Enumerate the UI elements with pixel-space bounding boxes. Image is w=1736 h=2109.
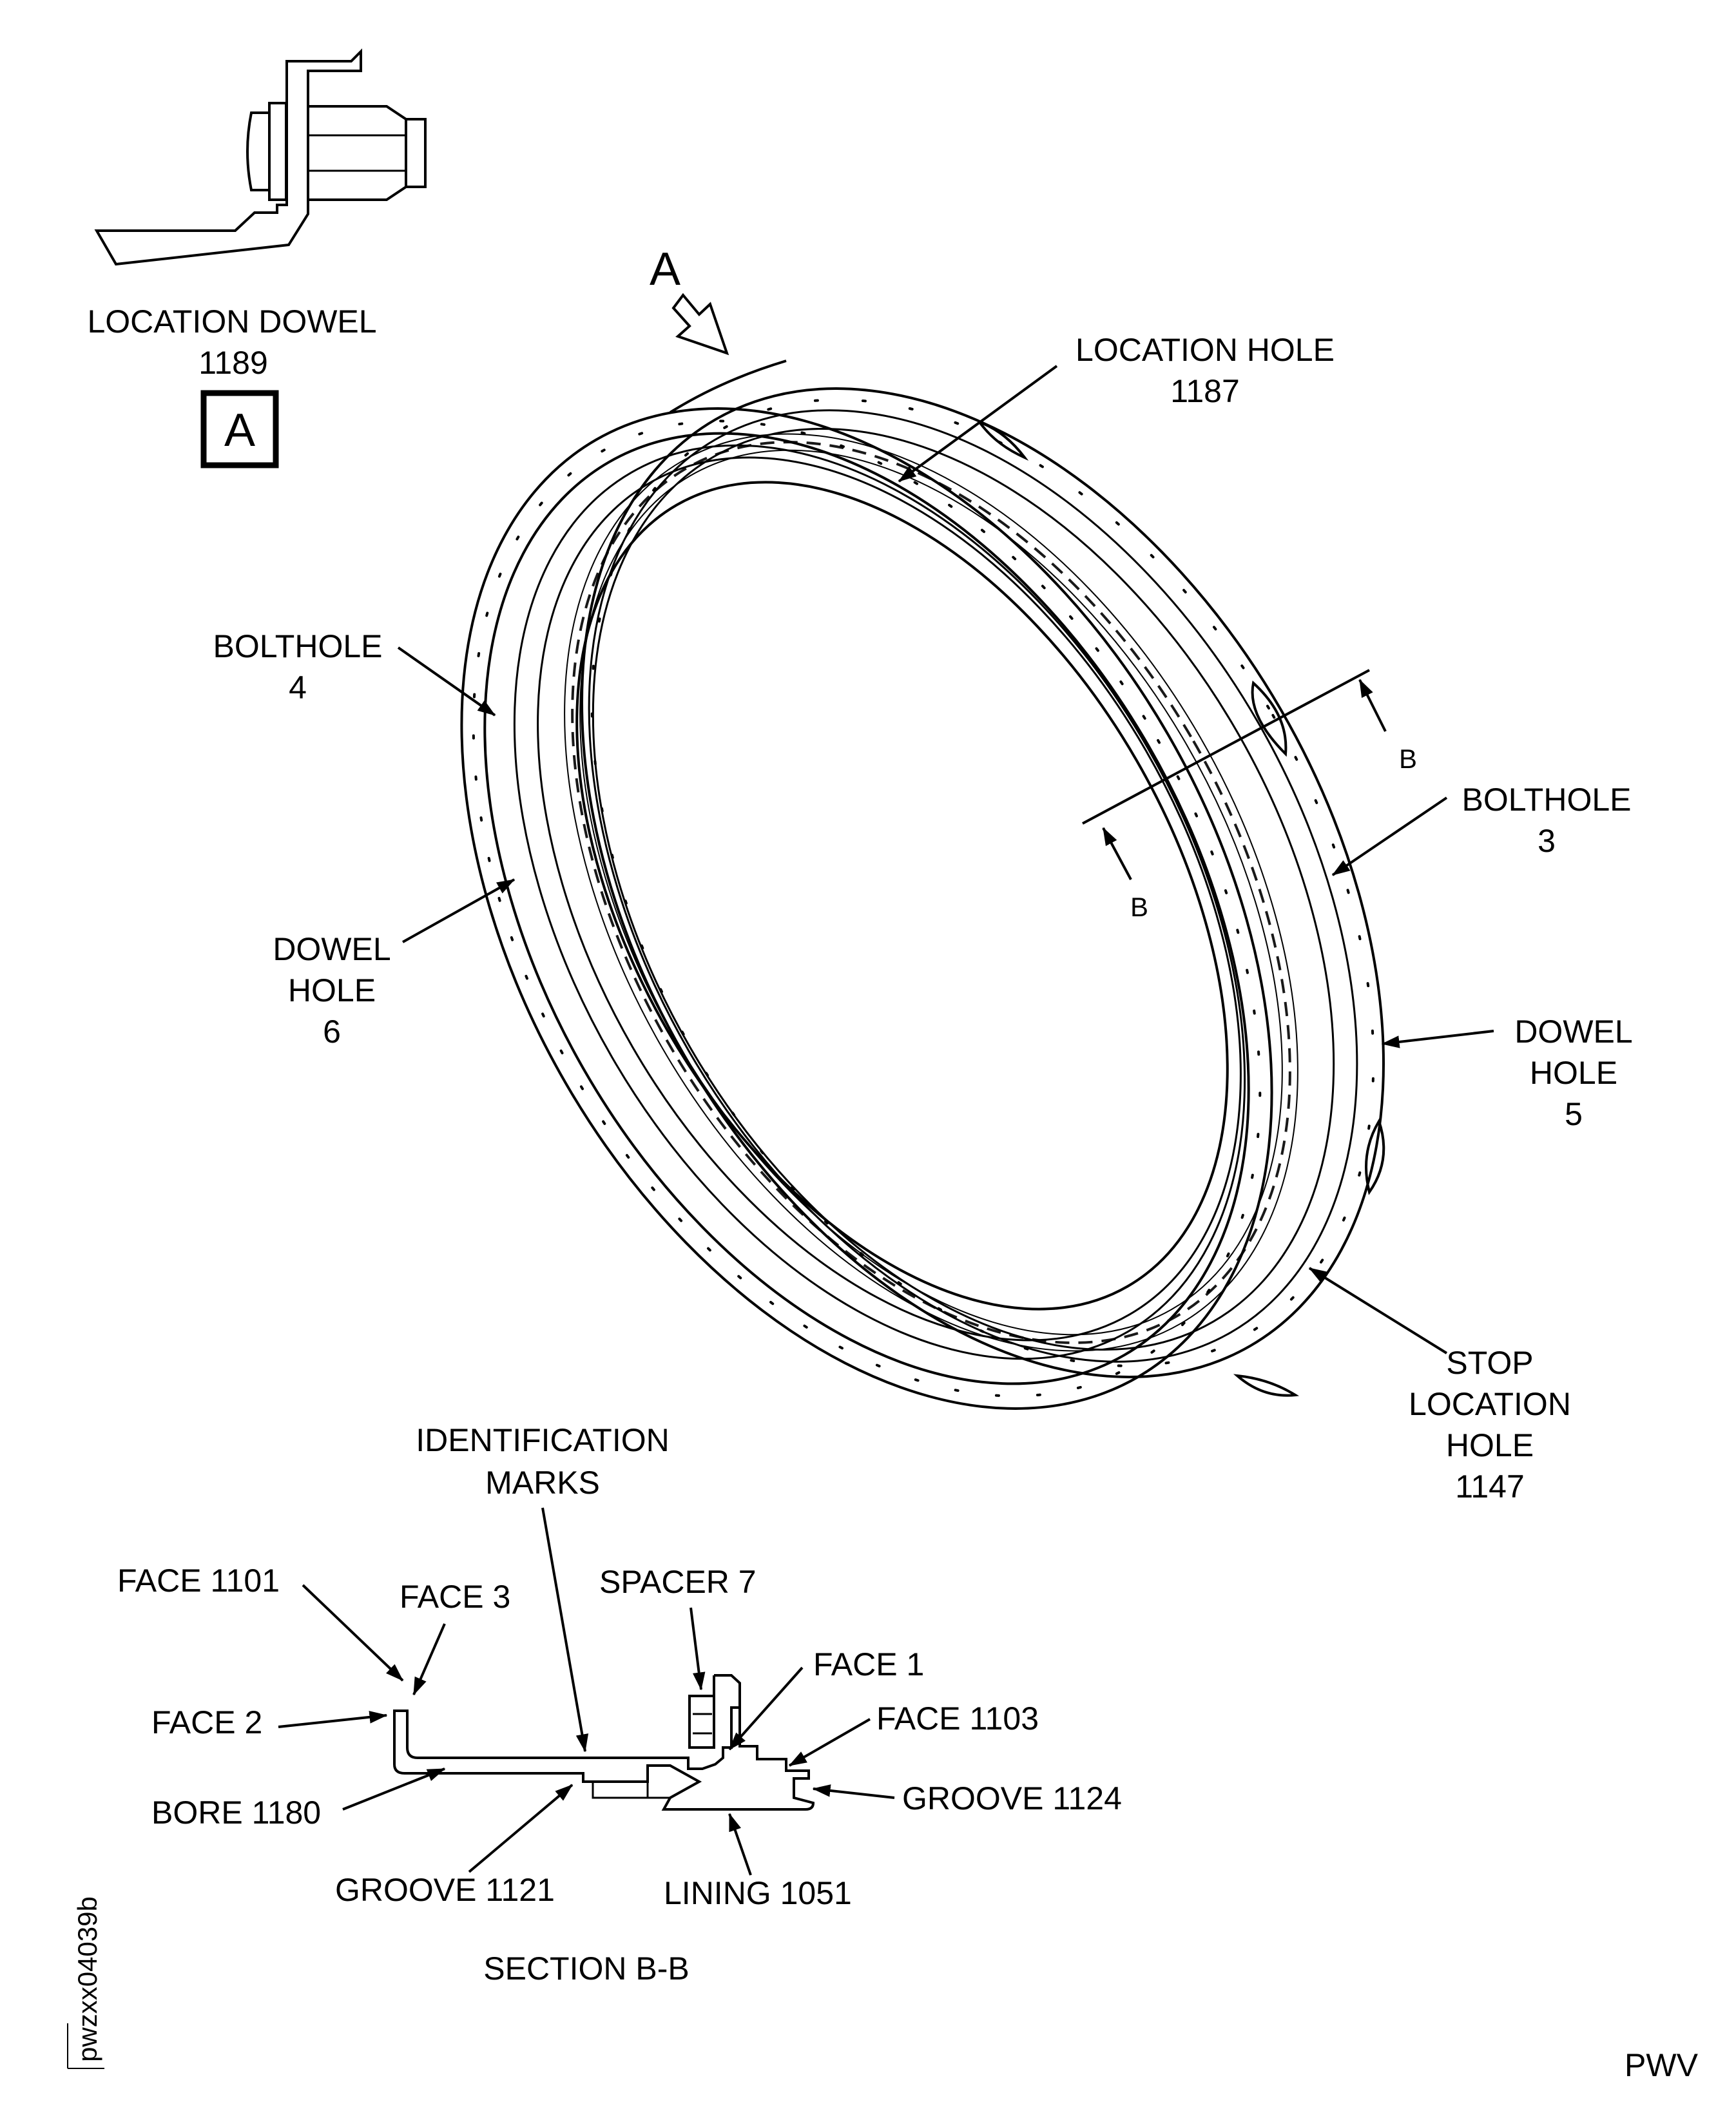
section-line-bb: [1082, 669, 1370, 825]
bore-1180-label: BORE 1180: [151, 1795, 321, 1831]
face-3-leader: [412, 1623, 446, 1696]
bolthole-3-leader: [1331, 796, 1448, 876]
location-hole-label: LOCATION HOLE: [1075, 332, 1335, 368]
ring-drawing: [460, 360, 1385, 1410]
bolthole-3-label: BOLTHOLE: [1461, 782, 1631, 818]
bolthole-3-number: 3: [1538, 823, 1556, 859]
view-a-title: LOCATION DOWEL: [87, 303, 376, 340]
stop-location-hole-line2: LOCATION: [1409, 1386, 1571, 1422]
stop-location-hole-line1: STOP: [1446, 1345, 1533, 1381]
view-a-number: 1189: [198, 345, 268, 381]
section-arrow-b-upper: [1358, 679, 1387, 732]
dowel-hole-6-line1: DOWEL: [273, 931, 391, 967]
stop-location-hole-leader: [1308, 1267, 1448, 1354]
section-arrow-b-lower: [1102, 827, 1132, 880]
dowel-hole-5-line1: DOWEL: [1514, 1014, 1632, 1050]
dowel-hole-6-number: 6: [323, 1014, 341, 1050]
stop-location-hole-line3: HOLE: [1446, 1427, 1534, 1463]
face-1101-label: FACE 1101: [117, 1563, 280, 1599]
section-b-lower-label: B: [1130, 892, 1148, 922]
dowel-hole-5-leader: [1381, 1030, 1494, 1048]
section-b-upper-label: B: [1399, 744, 1417, 774]
face-1-leader: [728, 1666, 804, 1751]
groove-1121-label: GROOVE 1121: [335, 1872, 555, 1908]
bore-1180-leader: [342, 1767, 446, 1811]
dowel-hole-6-leader: [402, 878, 516, 943]
bolthole-4-leader: [397, 646, 496, 717]
groove-1121-leader: [468, 1784, 574, 1873]
face-1103-leader: [788, 1718, 871, 1767]
arrow-a-label: A: [650, 244, 680, 295]
lining-1051-leader: [728, 1813, 752, 1876]
spacer-7-leader: [690, 1607, 706, 1691]
section-title: SECTION B-B: [483, 1950, 689, 1987]
lining-1051-label: LINING 1051: [664, 1875, 852, 1911]
footer-code: PWV: [1625, 2047, 1699, 2083]
location-hole-leader: [898, 365, 1058, 483]
bolthole-4-label: BOLTHOLE: [213, 628, 382, 664]
dowel-hole-6-line2: HOLE: [288, 972, 376, 1008]
view-a-drawing: [94, 48, 427, 266]
identification-marks-line1: IDENTIFICATION: [416, 1422, 670, 1458]
face-2-label: FACE 2: [151, 1704, 262, 1740]
face-3-label: FACE 3: [400, 1579, 510, 1615]
location-hole-number: 1187: [1170, 373, 1240, 409]
groove-1124-leader: [812, 1784, 895, 1799]
drawing-id: pwzxx04039b: [72, 1896, 102, 2062]
bolthole-4-number: 4: [289, 669, 307, 706]
face-1101-leader: [302, 1584, 404, 1682]
face-1-label: FACE 1: [813, 1646, 924, 1682]
face-1103-label: FACE 1103: [876, 1700, 1039, 1737]
dowel-hole-5-line2: HOLE: [1530, 1055, 1617, 1091]
spacer-7-label: SPACER 7: [599, 1564, 757, 1600]
dowel-hole-5-number: 5: [1565, 1096, 1583, 1132]
identification-marks-line2: MARKS: [485, 1465, 600, 1501]
view-a-box: [200, 390, 279, 468]
identification-marks-leader: [541, 1507, 589, 1753]
stop-location-hole-number: 1147: [1455, 1469, 1525, 1505]
view-a-box-letter: A: [224, 405, 255, 456]
groove-1124-label: GROOVE 1124: [902, 1780, 1122, 1816]
view-arrow-a: [671, 293, 729, 356]
face-2-leader: [278, 1711, 388, 1728]
section-bb-drawing: [393, 1674, 815, 1811]
